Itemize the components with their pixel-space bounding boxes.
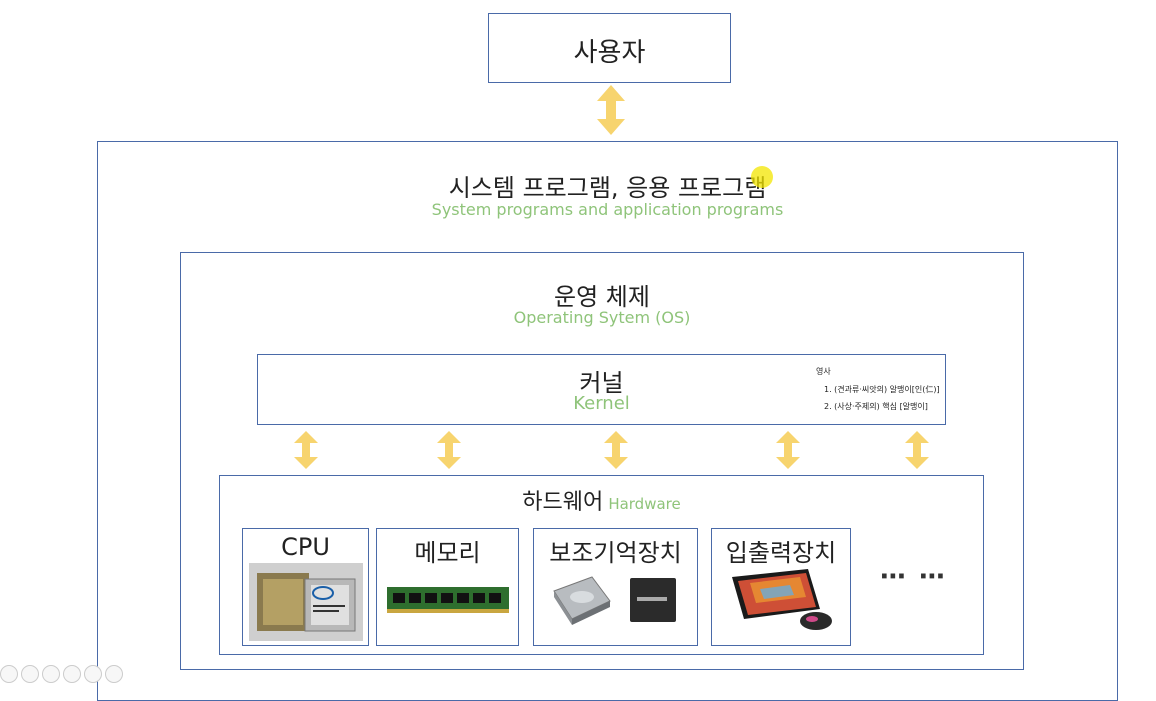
pointer-icon[interactable]	[63, 665, 81, 683]
presentation-toolbar[interactable]	[0, 665, 123, 683]
double-arrow-icon	[437, 431, 461, 469]
hardware-subtitle: Hardware	[608, 495, 681, 513]
user-box: 사용자	[488, 13, 731, 83]
cpu-icon	[249, 563, 363, 641]
system-programs-title: 시스템 프로그램, 응용 프로그램	[448, 174, 767, 202]
memory-icon	[387, 587, 509, 613]
prev-icon[interactable]	[0, 665, 18, 683]
hardware-item-io: 입출력장치	[711, 528, 851, 646]
keyboard-icon	[732, 569, 832, 630]
more-devices-ellipsis: ⋯ ⋯	[880, 562, 948, 592]
kernel-note-line1: 1. (견과류·씨앗의) 알맹이[인(仁)]	[824, 385, 940, 394]
hard-disk-icon	[553, 576, 611, 625]
os-subtitle: Operating Sytem (OS)	[513, 308, 691, 327]
user-label: 사용자	[573, 38, 646, 68]
hardware-item-cpu: CPU	[242, 528, 369, 646]
play-icon[interactable]	[21, 665, 39, 683]
hardware-item-label: 보조기억장치	[549, 539, 682, 567]
hardware-item-label: 메모리	[414, 539, 481, 567]
kernel-subtitle: Kernel	[573, 393, 630, 414]
more-icon[interactable]	[105, 665, 123, 683]
system-programs-subtitle: System programs and application programs	[431, 200, 784, 219]
ssd-icon	[630, 578, 676, 622]
double-arrow-icon	[776, 431, 800, 469]
double-arrow-icon	[604, 431, 628, 469]
os-title: 운영 체제	[554, 283, 650, 311]
double-arrow-icon	[294, 431, 318, 469]
pen-icon[interactable]	[42, 665, 60, 683]
cursor-highlight	[751, 166, 773, 188]
zoom-icon[interactable]	[84, 665, 102, 683]
kernel-box: 커널 Kernel 영사 1. (견과류·씨앗의) 알맹이[인(仁)] 2. (…	[257, 354, 946, 425]
hardware-item-label: CPU	[281, 533, 330, 561]
kernel-note-line2: 2. (사상·주제의) 핵심 [알맹이]	[824, 402, 928, 411]
hardware-item-memory: 메모리	[376, 528, 519, 646]
double-arrow-icon	[597, 85, 625, 135]
kernel-note-title: 영사	[816, 367, 831, 376]
hardware-title: 하드웨어	[522, 490, 604, 515]
hardware-item-storage: 보조기억장치	[533, 528, 698, 646]
hardware-title-row: 하드웨어 Hardware	[220, 484, 983, 516]
double-arrow-icon	[905, 431, 929, 469]
kernel-title: 커널	[579, 369, 624, 397]
hardware-item-label: 입출력장치	[725, 539, 837, 567]
